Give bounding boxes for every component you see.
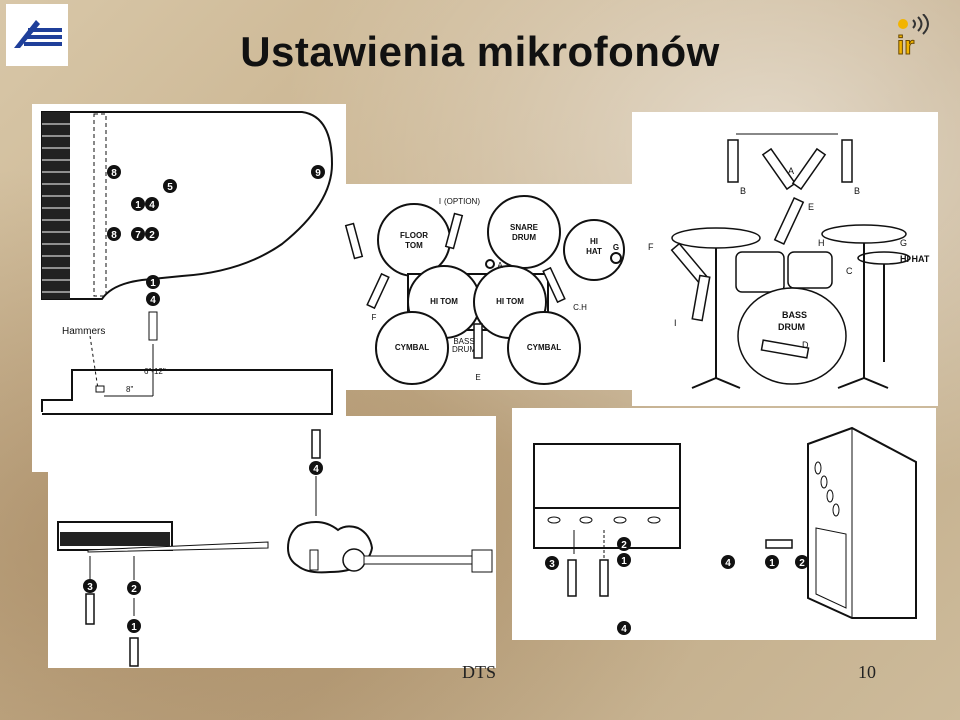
- drum-label: F: [648, 242, 654, 252]
- drum-label: DRUM: [778, 322, 805, 332]
- piano-marker: 8: [111, 230, 117, 241]
- drum-label: (OPTION): [444, 197, 480, 206]
- piano-marker: 1: [150, 278, 156, 289]
- piano-mic-diagram: 8 5 1 4 8 7 2 9 1 4 Hammers 6"-12" 8": [32, 104, 346, 472]
- guitar-marker: 3: [87, 582, 93, 593]
- guitar-marker: 2: [131, 584, 137, 595]
- drum-label: B: [740, 186, 746, 196]
- drum-label: C: [846, 266, 853, 276]
- amp-mic-diagram: 2 3 1 4 4 1 2: [512, 408, 936, 640]
- drum-label: HI: [590, 237, 598, 246]
- drum-label: F: [372, 313, 377, 322]
- piano-marker: 5: [167, 182, 173, 193]
- drum-label: G: [613, 243, 619, 252]
- piano-marker: 9: [315, 168, 321, 179]
- drum-label: TOM: [405, 241, 423, 250]
- guitar-mic-diagram: 3 2 1 4: [48, 416, 496, 668]
- drum-label: A: [788, 166, 794, 176]
- drum-label: D: [802, 340, 809, 350]
- footer-label: DTS: [462, 662, 497, 682]
- drum-label: HAT: [586, 247, 602, 256]
- drum-kit-top-diagram: FLOOR TOM SNARE DRUM HI HAT G (OPTION) A…: [344, 184, 634, 390]
- depth-label: 8": [126, 385, 133, 394]
- amp-marker: 3: [549, 559, 555, 570]
- amp-marker: 1: [621, 556, 627, 567]
- drum-label: H: [818, 238, 825, 248]
- page-number: 10: [858, 662, 876, 682]
- drum-label: CYMBAL: [395, 343, 429, 352]
- drum-label: HI TOM: [430, 297, 458, 306]
- hammers-label: Hammers: [62, 326, 105, 337]
- guitar-marker: 4: [313, 464, 319, 475]
- drum-label: I: [439, 197, 441, 206]
- piano-marker: 4: [149, 200, 155, 211]
- drum-label: DRUM: [452, 345, 476, 354]
- drum-label: SNARE: [510, 223, 539, 232]
- guitar-marker: 1: [131, 622, 137, 633]
- drum-label: E: [808, 202, 814, 212]
- drum-label: I: [674, 318, 677, 328]
- piano-marker: 7: [135, 230, 141, 241]
- amp-marker: 4: [725, 558, 731, 569]
- piano-marker: 1: [135, 200, 141, 211]
- piano-marker: 2: [149, 230, 155, 241]
- piano-marker: 4: [150, 295, 156, 306]
- institution-logo: [6, 4, 68, 66]
- drum-kit-side-diagram: A B B E F H G C HI HAT BASS DRUM D I: [632, 112, 938, 406]
- drum-label: G: [900, 238, 907, 248]
- drum-label: FLOOR: [400, 231, 428, 240]
- drum-label: CYMBAL: [527, 343, 561, 352]
- drum-label: BASS: [453, 337, 474, 346]
- piano-marker: 8: [111, 168, 117, 179]
- svg-text:ir: ir: [897, 30, 914, 58]
- drum-label: DRUM: [512, 233, 536, 242]
- drum-label: C.H: [573, 303, 587, 312]
- amp-marker: 4: [621, 624, 627, 635]
- ir-logo: ir: [893, 13, 943, 61]
- slide-title: Ustawienia mikrofonów: [240, 28, 720, 75]
- drum-label: HI TOM: [496, 297, 524, 306]
- drum-label: BASS: [782, 310, 807, 320]
- amp-marker: 1: [769, 558, 775, 569]
- amp-marker: 2: [621, 540, 627, 551]
- drum-label: HI HAT: [900, 254, 930, 264]
- drum-label: B: [854, 186, 860, 196]
- drum-label: E: [475, 373, 480, 382]
- drum-label: A: [497, 261, 503, 270]
- amp-marker: 2: [799, 558, 805, 569]
- distance-label: 6"-12": [144, 367, 166, 376]
